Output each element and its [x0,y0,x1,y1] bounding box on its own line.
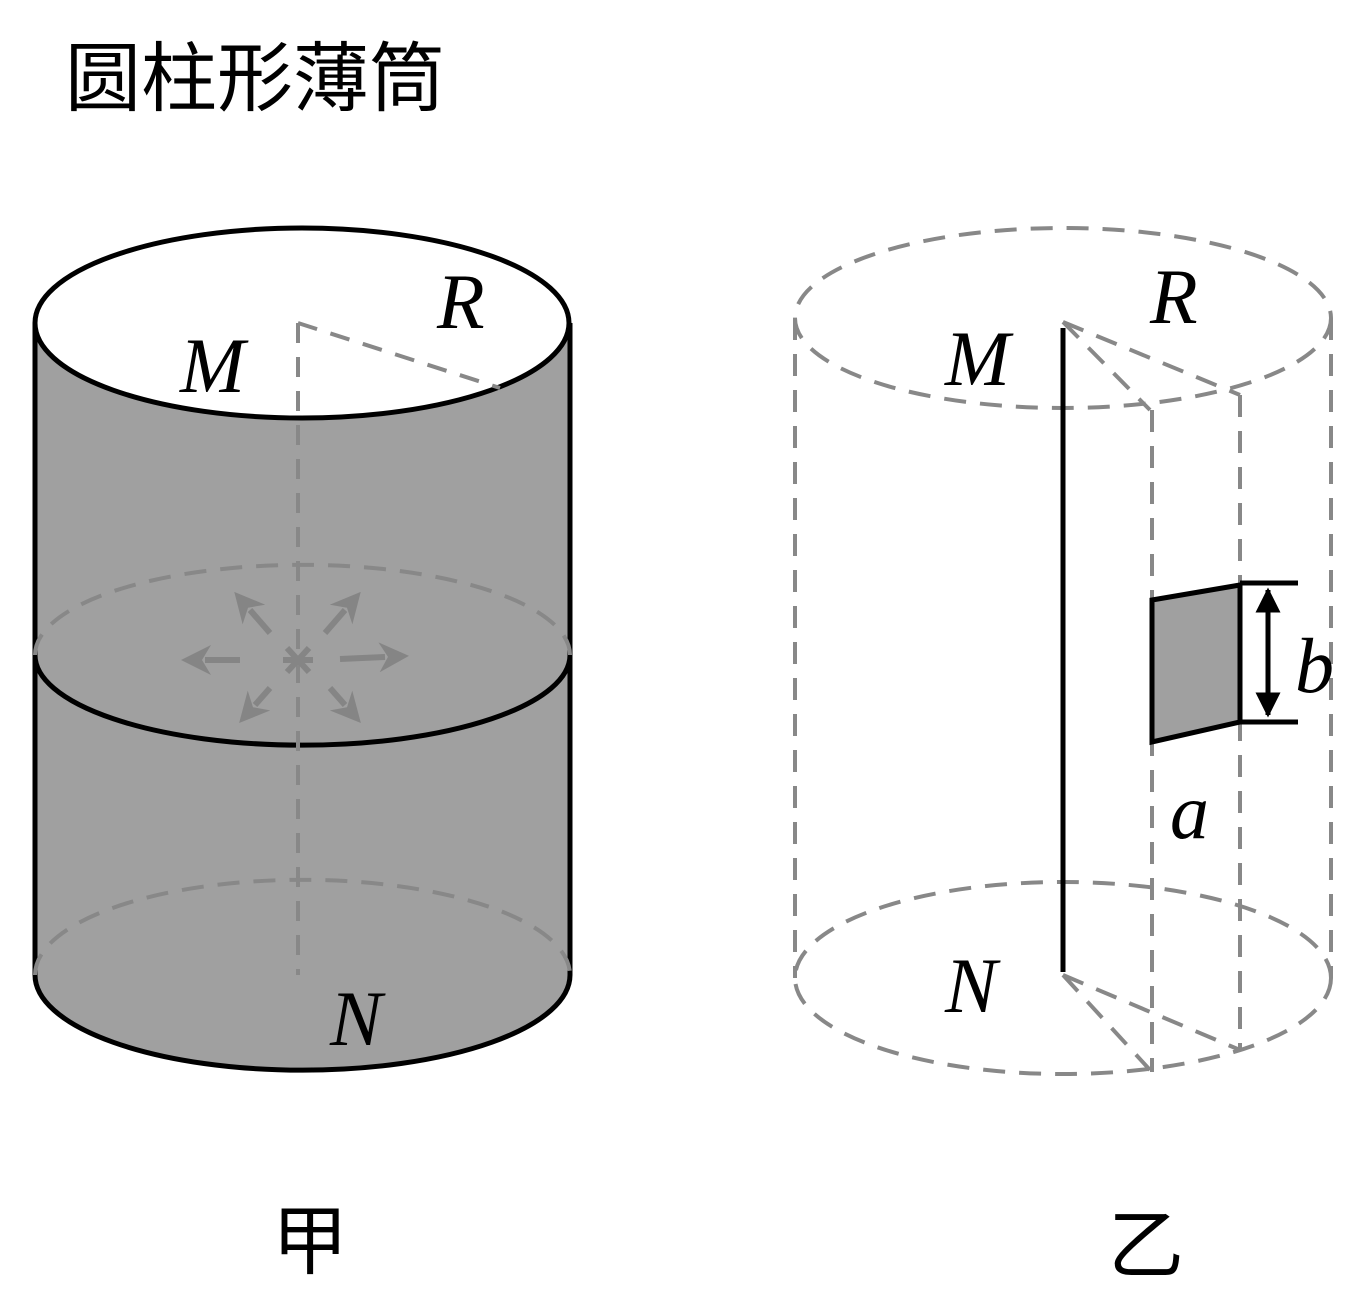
caption-yi: 乙 [1108,1201,1184,1290]
label-M-yi: M [944,315,1014,402]
label-R-jia: R [436,258,485,345]
middle-ellipse-front [32,654,573,748]
radius-line [297,321,501,390]
label-M-jia: M [179,322,249,409]
caption-jia: 甲 [272,1197,348,1286]
label-N-yi: N [944,942,1001,1029]
radial-arrows [181,591,409,723]
title: 圆柱形薄筒 [65,34,445,123]
label-a: a [1170,768,1209,855]
middle-ellipse-back [33,562,572,656]
solid-cylinder [32,225,573,1073]
label-N-jia: N [329,975,386,1062]
shaded-strip [1149,582,1243,746]
label-b: b [1295,622,1334,709]
label-R-yi: R [1149,253,1198,340]
